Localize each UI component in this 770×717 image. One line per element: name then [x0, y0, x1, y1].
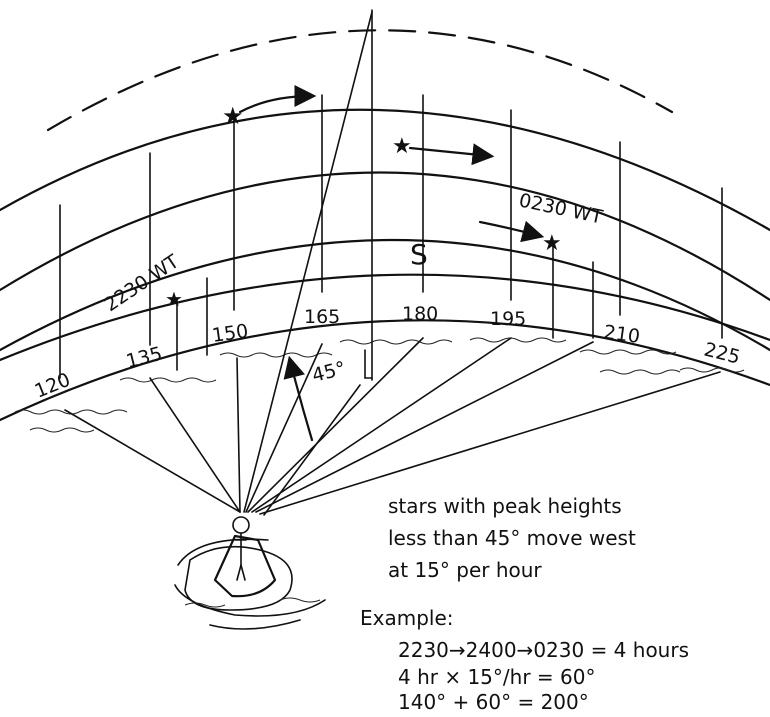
star-time-late: 0230 WT: [517, 189, 605, 228]
svg-text:★: ★: [165, 287, 183, 311]
note-line-3: at 15° per hour: [388, 558, 542, 582]
note-line-2: less than 45° move west: [388, 526, 636, 550]
svg-text:★: ★: [222, 102, 244, 130]
south-marker: S: [410, 238, 428, 271]
azimuth-label-165: 165: [304, 306, 340, 328]
example-title: Example:: [360, 606, 454, 630]
azimuth-label-180: 180: [402, 303, 438, 325]
azimuth-label-195: 195: [490, 308, 526, 330]
azimuth-label-135: 135: [124, 343, 165, 373]
angle-arc: [283, 355, 314, 442]
star-path-arc-2: [0, 171, 770, 302]
note-line-1: stars with peak heights: [388, 494, 622, 518]
observer-in-boat: [174, 516, 326, 630]
star-path-arc-4: [0, 273, 770, 362]
arc-arrow-middle: [408, 143, 495, 166]
sight-lines: [64, 11, 721, 516]
arc-arrow-upper: [238, 85, 317, 114]
svg-text:★: ★: [542, 231, 562, 256]
ocean-waves: [14, 337, 745, 433]
example-line-3: 140° + 60° = 200°: [398, 690, 589, 712]
star-path-arc-3: [0, 238, 770, 352]
zenith-arc-dashed: [46, 29, 674, 132]
azimuth-lines: [59, 9, 723, 381]
azimuth-label-150: 150: [211, 320, 250, 347]
arc-arrow-lower: [478, 220, 545, 243]
star-path-arc-1: [0, 108, 770, 232]
azimuth-label-210: 210: [602, 321, 641, 348]
angle-label: 45°: [310, 357, 348, 386]
example-line-2: 4 hr × 15°/hr = 60°: [398, 665, 595, 689]
svg-text:★: ★: [392, 134, 412, 159]
example-line-1: 2230→2400→0230 = 4 hours: [398, 638, 689, 662]
horizon-curve: [0, 319, 770, 422]
star-markers: ★ ★ ★ ★: [165, 102, 562, 311]
